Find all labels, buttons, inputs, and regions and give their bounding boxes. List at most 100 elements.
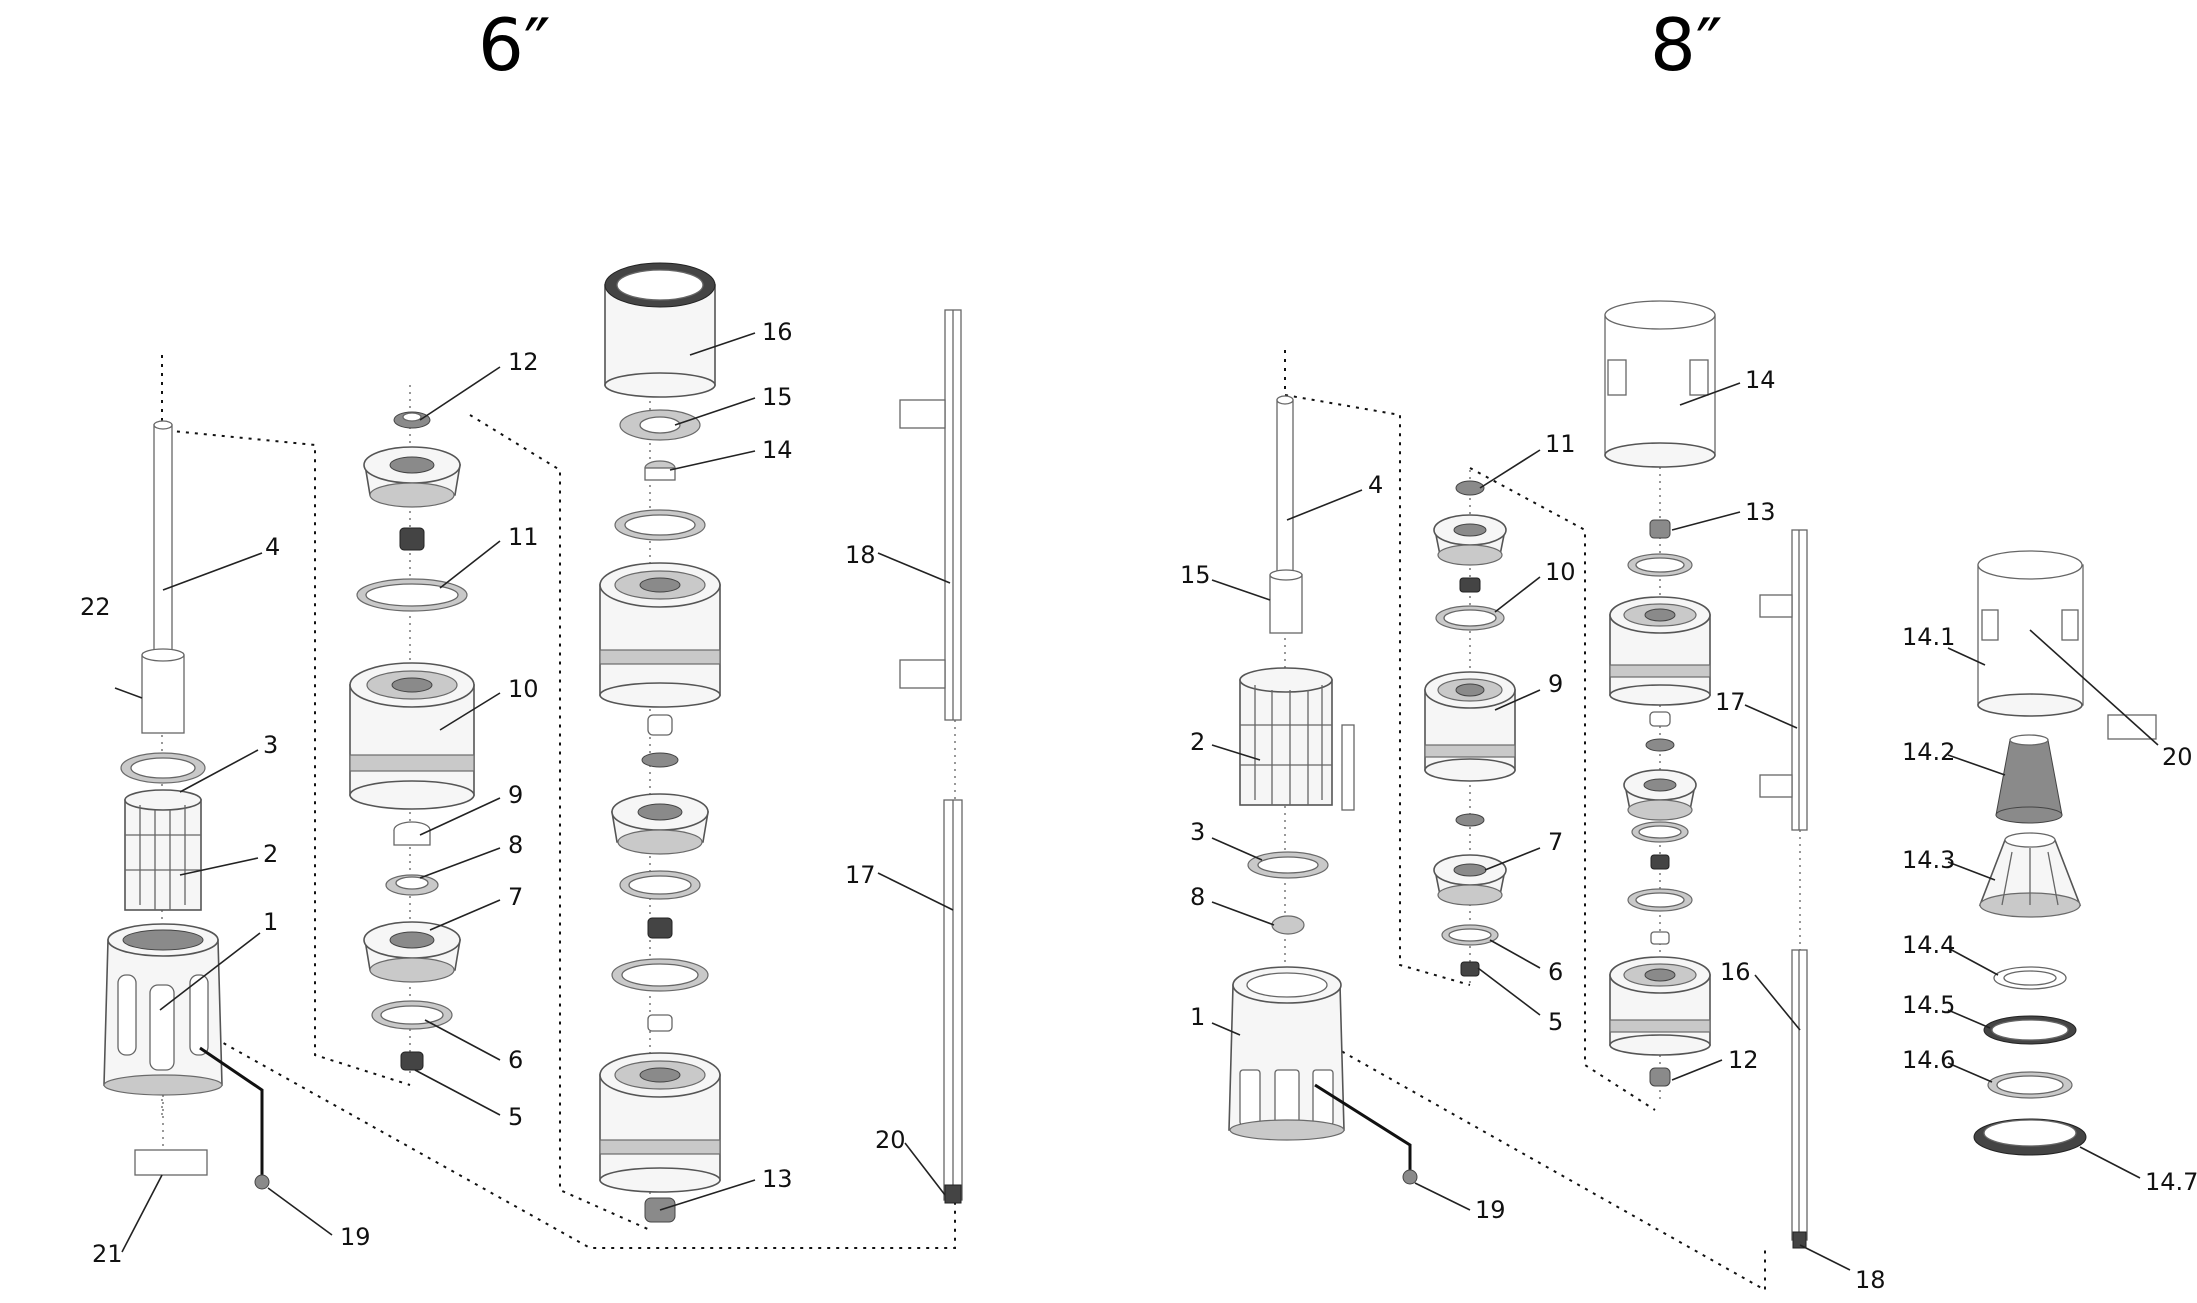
cone-14-2-8 bbox=[1995, 734, 2063, 824]
strainer-2-6 bbox=[124, 789, 202, 911]
ring-14-4-8 bbox=[1993, 966, 2067, 990]
label-6-12: 12 bbox=[508, 348, 539, 376]
label-6-18: 18 bbox=[845, 541, 876, 569]
label-8-14-1: 14.1 bbox=[1902, 623, 1955, 651]
leader-6-13 bbox=[659, 1179, 756, 1211]
leader-8-17 bbox=[1744, 704, 1798, 729]
label-8-11: 11 bbox=[1545, 430, 1576, 458]
leader-8-5 bbox=[1477, 967, 1541, 1016]
guide-line-8-b bbox=[1469, 467, 1656, 1111]
label-6-7: 7 bbox=[508, 883, 523, 911]
label-8-5: 5 bbox=[1548, 1008, 1563, 1036]
bowl-6-col3-a bbox=[599, 562, 721, 708]
label-6-21: 21 bbox=[92, 1240, 123, 1268]
leader-8-14-2 bbox=[1947, 754, 2006, 776]
ring-14-5-8 bbox=[1983, 1015, 2077, 1045]
label-8-14-7: 14.7 bbox=[2145, 1168, 2197, 1196]
assembly-6-inch: 4 22 3 2 1 21 19 12 11 10 9 8 7 6 5 16 1… bbox=[80, 262, 963, 1268]
guard-bar-18-6 bbox=[899, 309, 962, 721]
leader-6-12 bbox=[419, 366, 501, 421]
guide-line-8-c bbox=[1294, 1024, 1766, 1292]
leader-8-14-4 bbox=[1947, 947, 1999, 976]
bearing-12-8 bbox=[1649, 1067, 1671, 1087]
leader-8-3 bbox=[1211, 837, 1263, 861]
leader-6-5 bbox=[414, 1069, 501, 1116]
leader-8-14-6 bbox=[1947, 1062, 1993, 1083]
label-8-16: 16 bbox=[1720, 958, 1751, 986]
ring-6-8 bbox=[1441, 924, 1499, 946]
label-8-4: 4 bbox=[1368, 471, 1383, 499]
leader-8-10 bbox=[1494, 576, 1541, 613]
bearing-6-col3-c bbox=[647, 1014, 673, 1032]
bearing-8-col3-b bbox=[1650, 854, 1670, 870]
leader-8-9 bbox=[1494, 689, 1541, 711]
label-6-15: 15 bbox=[762, 383, 793, 411]
ring-8-col3-b bbox=[1631, 821, 1689, 843]
label-8-14-4: 14.4 bbox=[1902, 931, 1955, 959]
label-6-8: 8 bbox=[508, 831, 523, 859]
leader-6-15 bbox=[674, 397, 756, 426]
nut-8-b bbox=[1455, 813, 1485, 827]
guard-bar-16-8 bbox=[1791, 949, 1808, 1249]
bowl-9-8 bbox=[1424, 671, 1516, 782]
leader-6-22 bbox=[114, 687, 143, 699]
cable-6 bbox=[199, 1046, 264, 1175]
label-8-15: 15 bbox=[1180, 561, 1211, 589]
sleeve-14-6 bbox=[644, 460, 676, 481]
leader-8-19 bbox=[1414, 1182, 1471, 1211]
leader-8-18 bbox=[1799, 1244, 1851, 1271]
base-ring-14-7-8 bbox=[1973, 1118, 2087, 1156]
leader-6-3 bbox=[179, 749, 259, 793]
leader-6-7 bbox=[429, 899, 501, 931]
leader-8-14 bbox=[1679, 382, 1741, 406]
suction-base-1-8 bbox=[1228, 966, 1345, 1141]
coupling-15-8 bbox=[1269, 569, 1303, 634]
label-8-1: 1 bbox=[1190, 1003, 1205, 1031]
leader-6-6 bbox=[424, 1019, 501, 1061]
leader-8-20 bbox=[2029, 629, 2159, 746]
leader-6-20 bbox=[904, 1142, 946, 1196]
top-bowl-14-8 bbox=[1604, 300, 1716, 468]
guard-bar-17-8 bbox=[1759, 529, 1808, 831]
ring-6-6 bbox=[371, 1000, 453, 1030]
upper-bowl-14-1-8 bbox=[1977, 550, 2084, 717]
label-6-22: 22 bbox=[80, 593, 111, 621]
label-6-19: 19 bbox=[340, 1223, 371, 1251]
ring-11-6 bbox=[356, 578, 468, 612]
bearing-8-col3-a bbox=[1645, 711, 1675, 752]
leader-8-14-5 bbox=[1947, 1009, 1991, 1029]
label-8-19: 19 bbox=[1475, 1196, 1506, 1224]
ring-8-8 bbox=[1271, 915, 1305, 935]
label-6-16: 16 bbox=[762, 318, 793, 346]
suction-base-1-6 bbox=[103, 923, 223, 1096]
ring-6-col3-a bbox=[614, 509, 706, 541]
label-6-17: 17 bbox=[845, 861, 876, 889]
bowl-8-col3-a bbox=[1609, 596, 1711, 706]
ring-8-col3-a bbox=[1627, 553, 1693, 577]
leader-6-21 bbox=[121, 1174, 163, 1253]
cable-guard-20-8 bbox=[2107, 714, 2157, 740]
leader-8-7 bbox=[1484, 847, 1541, 871]
bowl-10-6 bbox=[349, 662, 475, 810]
diffuser-top-6 bbox=[363, 446, 461, 508]
ring-8-col3-c bbox=[1627, 888, 1693, 912]
ring-8-6 bbox=[385, 874, 439, 896]
guard-bar-17-6 bbox=[943, 799, 963, 1204]
screw-19-6 bbox=[254, 1174, 270, 1190]
guide-line-8-a bbox=[1284, 350, 1471, 986]
ring-3-6 bbox=[120, 752, 206, 784]
leader-6-2 bbox=[179, 857, 259, 876]
label-8-20: 20 bbox=[2162, 743, 2193, 771]
coupling-sleeve-6 bbox=[141, 648, 185, 734]
leader-6-18 bbox=[877, 552, 951, 584]
leader-8-11 bbox=[1479, 449, 1541, 489]
leader-6-19 bbox=[267, 1187, 333, 1236]
label-8-10: 10 bbox=[1545, 558, 1576, 586]
top-bowl-16-6 bbox=[604, 262, 716, 398]
ring-15-6 bbox=[619, 409, 701, 441]
label-8-7: 7 bbox=[1548, 828, 1563, 856]
leader-8-16 bbox=[1754, 974, 1801, 1031]
bearing-5-6 bbox=[400, 1051, 424, 1071]
screw-19-8 bbox=[1402, 1169, 1418, 1185]
